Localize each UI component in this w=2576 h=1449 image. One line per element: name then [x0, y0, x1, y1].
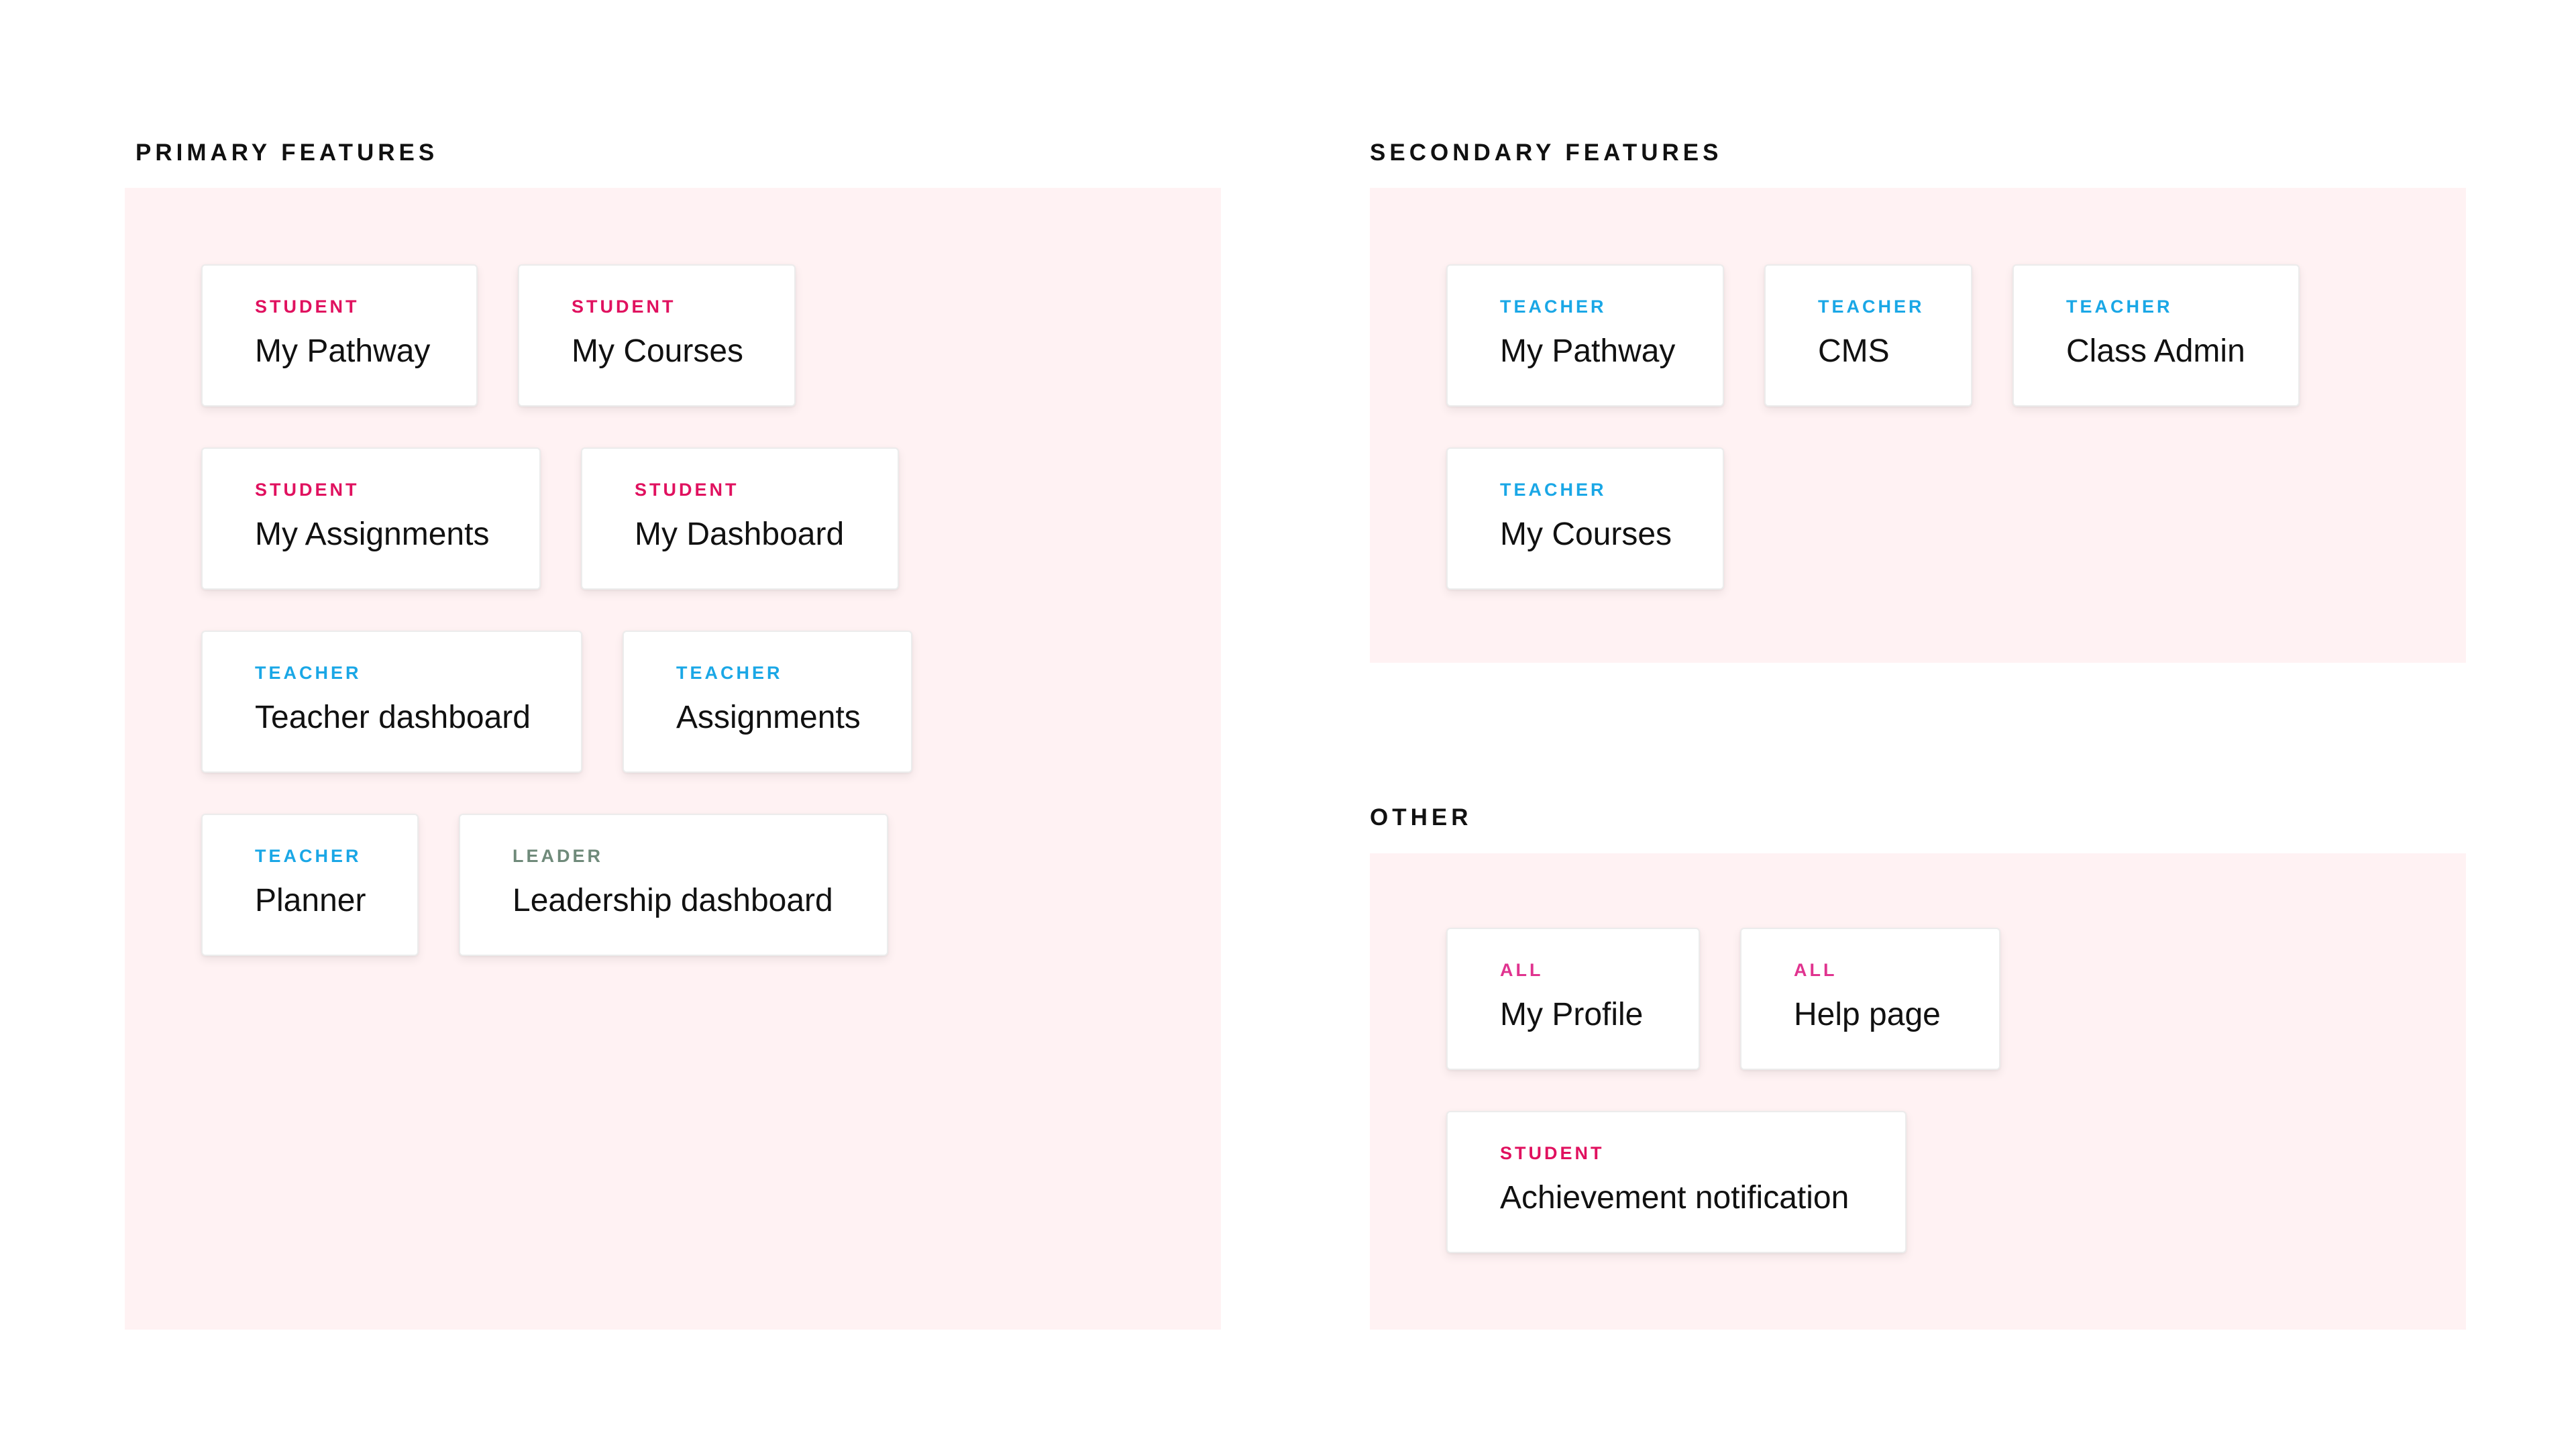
feature-card-teacher-my-courses[interactable]: TEACHER My Courses: [1446, 447, 1724, 590]
feature-name: My Profile: [1500, 997, 1644, 1032]
role-label: TEACHER: [2066, 297, 2173, 317]
role-label: STUDENT: [1500, 1143, 1605, 1163]
feature-card-leadership-dashboard[interactable]: LEADER Leadership dashboard: [459, 814, 888, 956]
feature-card-student-my-courses[interactable]: STUDENT My Courses: [518, 264, 796, 407]
feature-name: My Assignments: [255, 517, 490, 552]
feature-name: Help page: [1794, 997, 1941, 1032]
feature-card-teacher-cms[interactable]: TEACHER CMS: [1764, 264, 1972, 407]
feature-name: Leadership dashboard: [513, 883, 833, 918]
feature-name: My Pathway: [1500, 333, 1676, 369]
feature-card-student-my-dashboard[interactable]: STUDENT My Dashboard: [581, 447, 899, 590]
feature-card-student-achievement-notification[interactable]: STUDENT Achievement notification: [1446, 1111, 1907, 1253]
feature-card-teacher-planner[interactable]: TEACHER Planner: [201, 814, 419, 956]
feature-name: My Dashboard: [635, 517, 845, 552]
role-label: ALL: [1500, 960, 1544, 980]
feature-card-teacher-dashboard[interactable]: TEACHER Teacher dashboard: [201, 631, 582, 773]
feature-card-teacher-class-admin[interactable]: TEACHER Class Admin: [2012, 264, 2300, 407]
role-label: ALL: [1794, 960, 1837, 980]
role-label: LEADER: [513, 846, 604, 866]
feature-card-all-my-profile[interactable]: ALL My Profile: [1446, 928, 1700, 1070]
other-panel: [1370, 853, 2466, 1330]
feature-name: Achievement notification: [1500, 1180, 1849, 1216]
role-label: STUDENT: [255, 480, 360, 500]
feature-card-teacher-my-pathway[interactable]: TEACHER My Pathway: [1446, 264, 1724, 407]
other-title: OTHER: [1370, 804, 1472, 830]
feature-name: Teacher dashboard: [255, 700, 531, 735]
feature-card-student-my-assignments[interactable]: STUDENT My Assignments: [201, 447, 541, 590]
feature-name: Assignments: [676, 700, 861, 735]
role-label: TEACHER: [1500, 297, 1607, 317]
role-label: TEACHER: [255, 846, 362, 866]
role-label: STUDENT: [572, 297, 676, 317]
feature-name: My Pathway: [255, 333, 431, 369]
feature-name: Class Admin: [2066, 333, 2245, 369]
feature-card-teacher-assignments[interactable]: TEACHER Assignments: [623, 631, 912, 773]
role-label: TEACHER: [676, 663, 783, 683]
feature-name: Planner: [255, 883, 366, 918]
feature-card-student-my-pathway[interactable]: STUDENT My Pathway: [201, 264, 478, 407]
feature-name: CMS: [1818, 333, 1890, 369]
feature-name: My Courses: [1500, 517, 1672, 552]
feature-card-all-help-page[interactable]: ALL Help page: [1740, 928, 2000, 1070]
feature-name: My Courses: [572, 333, 744, 369]
role-label: TEACHER: [1818, 297, 1925, 317]
role-label: TEACHER: [255, 663, 362, 683]
role-label: TEACHER: [1500, 480, 1607, 500]
role-label: STUDENT: [255, 297, 360, 317]
primary-features-title: PRIMARY FEATURES: [136, 140, 439, 166]
secondary-features-title: SECONDARY FEATURES: [1370, 140, 1723, 166]
secondary-features-panel: [1370, 188, 2466, 663]
role-label: STUDENT: [635, 480, 739, 500]
